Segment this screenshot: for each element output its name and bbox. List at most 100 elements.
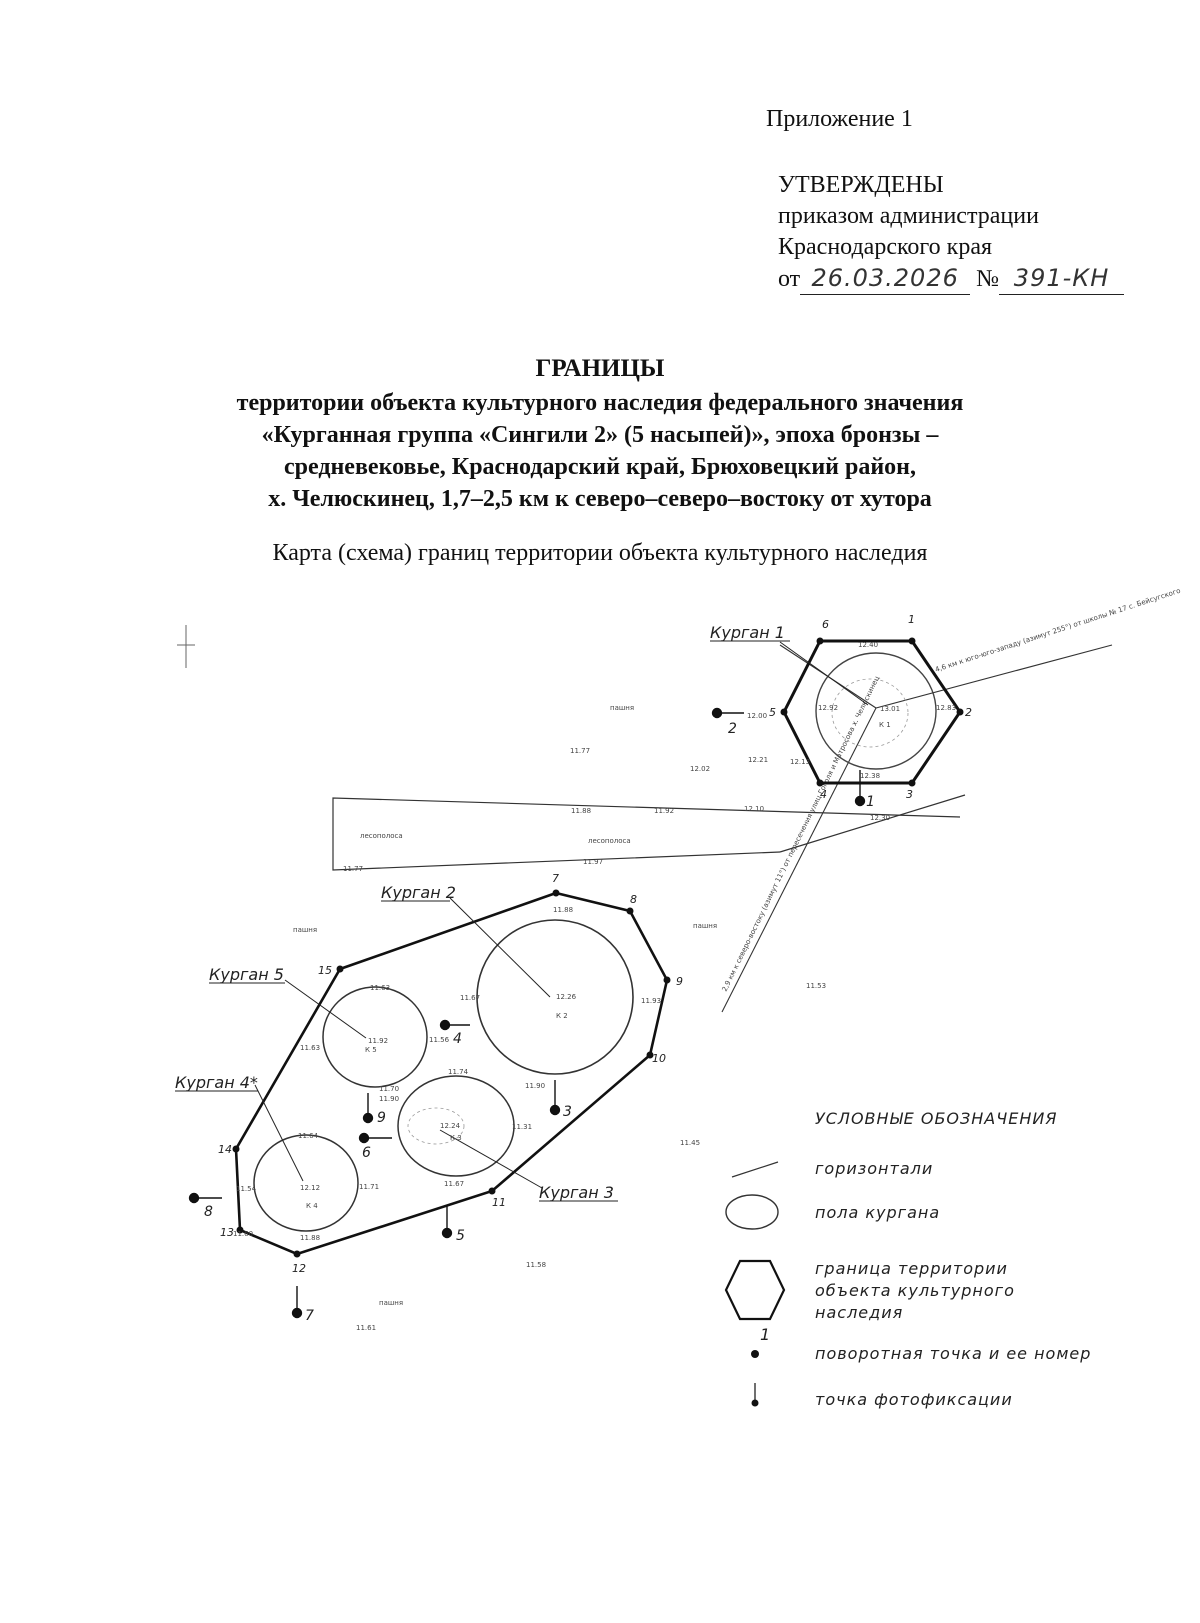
svg-text:11.90: 11.90: [525, 1082, 545, 1090]
photo-point-2: 2: [728, 721, 737, 737]
svg-text:11.97: 11.97: [583, 858, 603, 866]
legend-item-photo-point: точка фотофиксации: [815, 1390, 1013, 1409]
svg-text:12.12: 12.12: [300, 1184, 320, 1192]
title-line-1: территории объекта культурного наследия …: [236, 390, 964, 416]
kurgan-1-mound: [815, 652, 937, 770]
date-prefix: от: [778, 266, 801, 292]
photo-point-6: 6: [362, 1145, 371, 1161]
order-line-1: приказом администрации: [778, 203, 1039, 229]
kurgan-3-mound: [397, 1075, 515, 1177]
number-prefix: №: [976, 266, 1000, 292]
svg-text:11.92: 11.92: [654, 807, 674, 815]
photo-points: [188, 707, 866, 1319]
hex-point-6: 6: [822, 618, 829, 631]
mound-code-5: К 5: [365, 1046, 377, 1054]
svg-text:12.21: 12.21: [748, 756, 768, 764]
photo-point-8: 8: [204, 1204, 213, 1220]
approved-heading: УТВЕРЖДЕНЫ: [778, 172, 944, 198]
kurgan-1-label: Курган 1: [710, 623, 785, 642]
svg-text:13.01: 13.01: [880, 705, 900, 713]
land-label: лесополоса: [360, 832, 403, 840]
kurgan-group-boundary: [234, 891, 669, 1256]
svg-text:11.74: 11.74: [448, 1068, 469, 1076]
hex-vertices: [780, 637, 964, 787]
svg-text:11.53: 11.53: [806, 982, 826, 990]
mound-code-2: К 2: [556, 1012, 568, 1020]
boundary-point-11: 11: [492, 1196, 506, 1209]
legend-item-mound: пола кургана: [815, 1203, 940, 1222]
hexagon-boundary-icon: [724, 1259, 786, 1321]
svg-text:11.58: 11.58: [526, 1261, 546, 1269]
land-label: пашня: [293, 926, 317, 934]
boundary-point-12: 12: [292, 1262, 306, 1275]
svg-text:11.67: 11.67: [460, 994, 480, 1002]
legend-item-turning-point: поворотная точка и ее номер: [815, 1344, 1091, 1363]
land-label: пашня: [693, 922, 717, 930]
turning-point-icon: [751, 1350, 759, 1358]
svg-text:11.88: 11.88: [571, 807, 591, 815]
kurgan-3-contour: [407, 1107, 465, 1145]
boundary-point-7: 7: [552, 872, 559, 885]
boundary-point-10: 10: [652, 1052, 666, 1065]
photo-point-5: 5: [456, 1228, 465, 1244]
reference-lines: [721, 644, 1113, 1013]
legend-item-boundary-3: наследия: [815, 1303, 903, 1322]
photo-point-4: 4: [453, 1031, 462, 1047]
svg-text:11.60: 11.60: [233, 1230, 253, 1238]
svg-text:11.63: 11.63: [370, 984, 390, 992]
title-line-2: «Курганная группа «Сингили 2» (5 насыпей…: [261, 422, 939, 448]
kurgan-1-contour: [831, 678, 909, 748]
svg-text:11.90: 11.90: [379, 1095, 399, 1103]
mound-code-1: К 1: [879, 721, 891, 729]
land-label: лесополоса: [588, 837, 631, 845]
boundary-point-14: 14: [218, 1143, 232, 1156]
legend-item-boundary-1: граница территории: [815, 1259, 1008, 1278]
svg-text:11.64: 11.64: [298, 1132, 319, 1140]
kurgan-3-label: Курган 3: [539, 1183, 614, 1202]
mound-ellipse-icon: [725, 1194, 779, 1230]
svg-text:12.30: 12.30: [870, 814, 890, 822]
appendix-label: Приложение 1: [766, 106, 913, 132]
reference-note-2: 2,9 км к северо-востоку (азимут 11°) от …: [721, 675, 882, 993]
photo-point-9: 9: [377, 1110, 386, 1126]
svg-text:11.31: 11.31: [512, 1123, 532, 1131]
map-caption: Карта (схема) границ территории объекта …: [272, 540, 928, 566]
svg-text:11.56: 11.56: [429, 1036, 450, 1044]
svg-text:12.92: 12.92: [818, 704, 838, 712]
svg-text:11.63: 11.63: [300, 1044, 320, 1052]
elevation-marks: 12.40 12.83 12.38 12.92 13.01 12.30 12.0…: [233, 641, 956, 1332]
title-line-3: средневековье, Краснодарский край, Брюхо…: [284, 454, 916, 480]
kurgan-2-label: Курган 2: [381, 883, 456, 902]
land-label: пашня: [379, 1299, 403, 1307]
hex-point-4: 4: [820, 788, 827, 801]
svg-text:11.54: 11.54: [236, 1185, 257, 1193]
kurgan-4-mound: [253, 1134, 359, 1232]
hex-point-2: 2: [965, 706, 972, 719]
photo-point-7: 7: [305, 1308, 314, 1324]
boundary-point-9: 9: [676, 975, 683, 988]
kurgan-5-mound: [322, 986, 428, 1088]
boundary-point-15: 15: [318, 964, 332, 977]
svg-text:11.88: 11.88: [553, 906, 573, 914]
svg-text:11.71: 11.71: [359, 1183, 379, 1191]
svg-text:11.45: 11.45: [680, 1139, 700, 1147]
approval-stamp: УТВЕРЖДЕНЫ приказом администрации Красно…: [778, 170, 1125, 295]
legend: УСЛОВНЫЕ ОБОЗНАЧЕНИЯ горизонтали пола ку…: [724, 1109, 1091, 1409]
legend-title: УСЛОВНЫЕ ОБОЗНАЧЕНИЯ: [815, 1109, 1057, 1128]
legend-item-contours: горизонтали: [815, 1159, 933, 1178]
svg-text:11.93: 11.93: [641, 997, 661, 1005]
photo-point-3: 3: [563, 1104, 572, 1120]
north-arrow-icon: [177, 625, 195, 668]
forest-strip: [332, 794, 966, 871]
legend-sample-number: 1: [760, 1325, 771, 1344]
svg-text:11.61: 11.61: [356, 1324, 376, 1332]
label-leaders: [254, 641, 869, 1189]
svg-text:12.00: 12.00: [747, 712, 767, 720]
svg-text:11.92: 11.92: [368, 1037, 388, 1045]
order-line-2: Краснодарского края: [778, 234, 993, 260]
svg-text:12.38: 12.38: [860, 772, 880, 780]
svg-text:12.83: 12.83: [936, 704, 956, 712]
svg-text:11.77: 11.77: [570, 747, 590, 755]
